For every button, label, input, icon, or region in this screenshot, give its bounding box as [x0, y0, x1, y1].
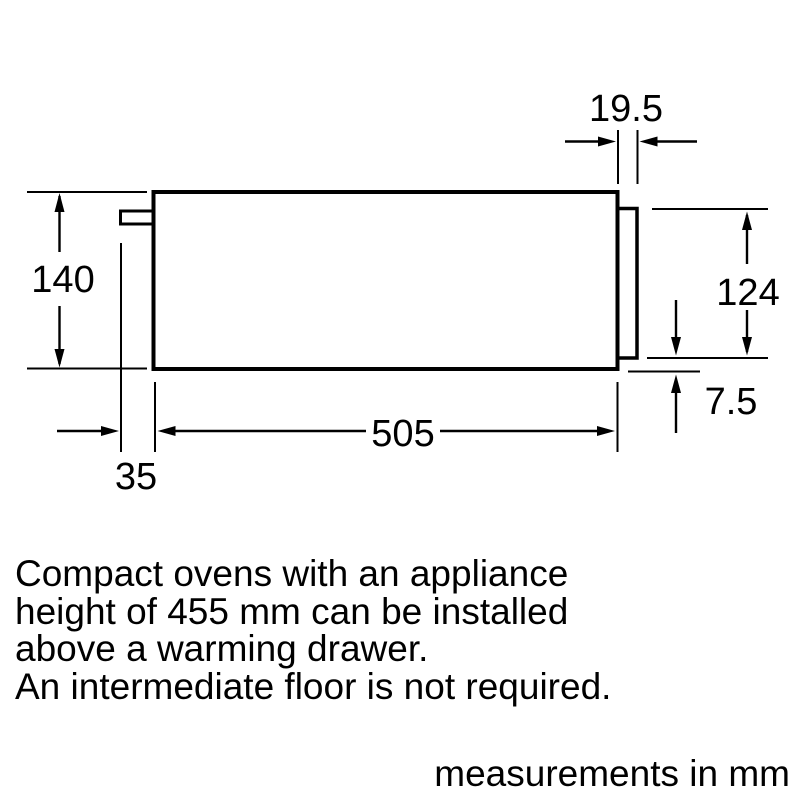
- dim-label-124: 124: [716, 272, 779, 314]
- arrowhead-right: [101, 426, 119, 436]
- arrowhead-left: [639, 136, 658, 147]
- arrowhead-right: [597, 426, 615, 436]
- dim-label-19-5: 19.5: [589, 88, 663, 130]
- arrowhead-right: [598, 136, 616, 147]
- arrowhead-up: [671, 374, 681, 393]
- dim-label-7-5: 7.5: [705, 381, 758, 423]
- dimension-clearance-35: 35: [57, 243, 157, 498]
- appliance-outline: [119, 190, 639, 371]
- front-panel: [615, 206, 639, 360]
- dimension-depth-505: 505: [154, 382, 619, 455]
- dimension-height-124: 124: [647, 208, 780, 359]
- arrowhead-left: [157, 426, 176, 436]
- dimension-depth-19-5: 19.5: [565, 88, 697, 184]
- dimension-height-140: 140: [27, 191, 147, 370]
- drawer-body: [151, 190, 620, 371]
- arrowhead-up: [54, 193, 65, 212]
- rear-connector: [119, 209, 157, 226]
- dim-label-35: 35: [115, 456, 157, 498]
- dim-label-140: 140: [31, 259, 94, 301]
- dimension-gap-7-5: 7.5: [628, 300, 757, 433]
- arrowhead-up: [742, 211, 752, 230]
- units-note: measurements in mm: [434, 753, 790, 794]
- arrowhead-down: [742, 337, 752, 356]
- dim-label-505: 505: [371, 413, 434, 455]
- installation-diagram: 140 19.5 124 7.: [27, 88, 780, 498]
- installation-note: Compact ovens with an appliance height o…: [15, 553, 612, 707]
- arrowhead-down: [54, 349, 65, 368]
- arrowhead-down: [671, 337, 681, 356]
